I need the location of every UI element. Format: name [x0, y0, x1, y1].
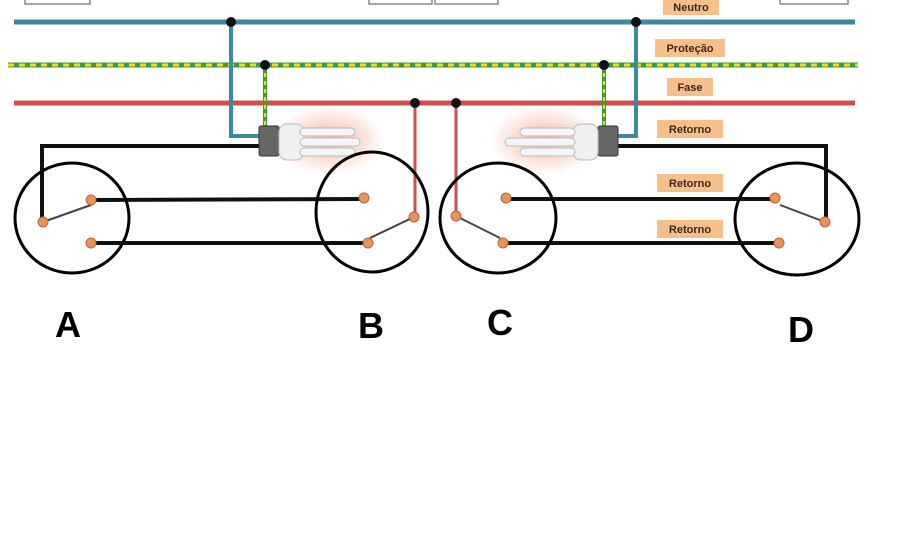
switch-highlight-circles: [13, 150, 861, 277]
circle-b: [314, 150, 430, 274]
label-protecao: Proteção: [655, 39, 725, 57]
label-retorno-1: Retorno: [657, 174, 723, 192]
switch-terminals: [37, 192, 831, 249]
label-retorno-2: Retorno: [657, 220, 723, 238]
neutro-drop-right: [612, 22, 638, 138]
label-retorno-lamp: Retorno: [657, 120, 723, 138]
svg-text:Retorno: Retorno: [669, 224, 711, 236]
retorno-wire-left: [40, 144, 262, 220]
label-fase: Fase: [667, 78, 713, 96]
circle-d: [733, 161, 861, 277]
svg-text:Retorno: Retorno: [669, 178, 711, 190]
label-neutro: Neutro: [663, 0, 719, 15]
switch-label-a: A: [55, 304, 81, 345]
switch-levers: [42, 204, 826, 239]
svg-text:Proteção: Proteção: [666, 43, 713, 55]
neutro-drop-left: [229, 22, 262, 138]
switch-label-d: D: [788, 309, 814, 350]
circle-c: [438, 161, 558, 275]
lamp-left-icon: [258, 123, 361, 161]
svg-text:Fase: Fase: [677, 82, 702, 94]
circle-a: [13, 161, 131, 275]
svg-text:Neutro: Neutro: [673, 2, 709, 14]
switch-label-b: B: [358, 305, 384, 346]
switch-label-c: C: [487, 302, 513, 343]
retorno-wire-right: [614, 144, 828, 220]
lamp-right-icon: [504, 123, 619, 161]
top-boxes: [24, 0, 849, 5]
svg-text:Retorno: Retorno: [669, 124, 711, 136]
traveler-ab-top: [90, 197, 365, 202]
